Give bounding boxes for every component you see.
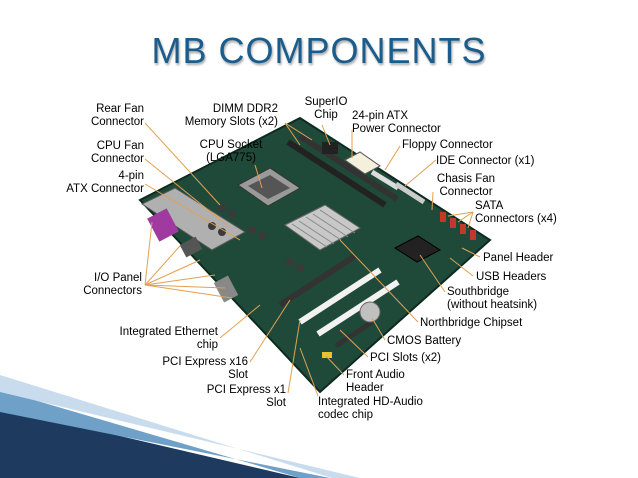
label-southbridge: Southbridge(without heatsink)	[447, 286, 538, 311]
label-northbridge-chipset: Northbridge Chipset	[420, 317, 523, 329]
pcie-x16-slot	[278, 253, 357, 308]
floppy-connector	[370, 169, 400, 191]
slide-title: MB COMPONENTS	[151, 30, 487, 71]
pci-slot-2	[316, 279, 400, 337]
label-cmos-battery: CMOS Battery	[387, 335, 462, 347]
pci-slot-1	[298, 267, 382, 325]
leader-lines	[144, 122, 481, 397]
pcie-x1-slot	[334, 319, 374, 349]
label-floppy-connector: Floppy Connector	[402, 139, 493, 151]
label-cpu-socket: CPU Socket(LGA775)	[199, 139, 263, 164]
vga-port	[147, 208, 179, 242]
label-pci-slots: PCI Slots (x2)	[370, 352, 441, 364]
label-usb-headers: USB Headers	[476, 271, 547, 283]
ide-connector	[394, 181, 426, 205]
southbridge-chip	[394, 235, 441, 263]
label-panel-header: Panel Header	[483, 252, 554, 264]
dimm-slot-1	[286, 139, 387, 208]
atx-24pin-connector	[344, 151, 381, 175]
usb-ports	[179, 236, 203, 258]
sata-connectors	[440, 212, 476, 240]
dimm-slot-2	[298, 133, 399, 202]
superio-chip	[322, 142, 338, 154]
front-audio-header	[322, 352, 332, 358]
capacitors	[208, 204, 304, 272]
label-ide-connector: IDE Connector (x1)	[436, 155, 535, 167]
audio-jacks	[213, 275, 239, 303]
cmos-battery	[359, 301, 381, 323]
